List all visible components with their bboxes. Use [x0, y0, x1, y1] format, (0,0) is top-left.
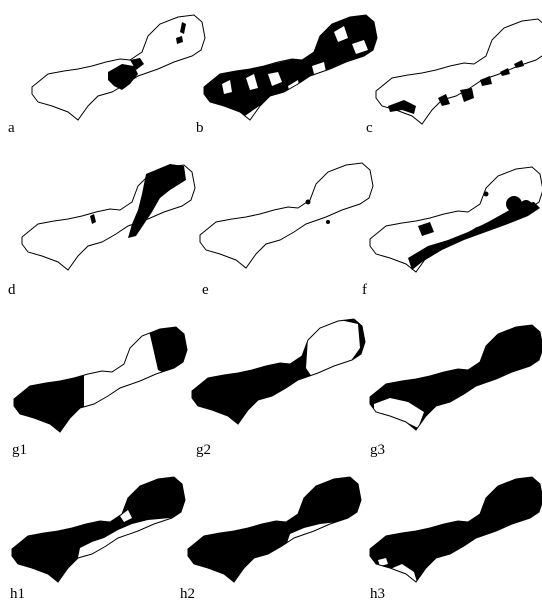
panel-e-patches	[305, 199, 330, 224]
panel-d-patches	[90, 164, 186, 238]
panel-g2: g2	[191, 318, 366, 458]
panel-g2-patches	[192, 319, 365, 424]
panel-a-label: a	[8, 120, 15, 136]
panel-f: f	[362, 166, 542, 298]
panel-f-label: f	[362, 282, 367, 298]
panel-b-label: b	[196, 120, 204, 136]
panel-c-patches	[388, 60, 524, 114]
panel-h1: h1	[10, 476, 186, 602]
panel-h3: h3	[369, 476, 542, 602]
panel-a: a	[8, 14, 206, 136]
panel-h2-patches	[188, 477, 361, 582]
panel-h1-label: h1	[10, 586, 25, 602]
panel-h3-label: h3	[370, 586, 385, 602]
panel-g1-patches	[14, 327, 187, 432]
panel-g3-patches	[370, 325, 542, 430]
panel-e-label: e	[202, 282, 209, 298]
panel-g1: g1	[12, 326, 188, 458]
panel-d-label: d	[8, 282, 16, 298]
panel-c: c	[366, 18, 542, 136]
panel-e: e	[199, 162, 374, 298]
panel-h3-patches	[370, 477, 542, 582]
panel-h2-label: h2	[180, 586, 195, 602]
panel-g3: g3	[369, 324, 542, 458]
panel-d: d	[8, 164, 196, 298]
panel-h1-patches	[12, 477, 185, 582]
panel-h2: h2	[180, 476, 362, 602]
panel-b: b	[196, 14, 378, 136]
panel-c-label: c	[366, 120, 373, 136]
panel-g1-label: g1	[12, 442, 27, 458]
panel-b-patches	[204, 15, 377, 118]
panel-a-patches	[108, 22, 186, 90]
panel-g3-label: g3	[370, 442, 385, 458]
panel-f-patches	[408, 191, 540, 270]
panel-g2-label: g2	[196, 442, 211, 458]
